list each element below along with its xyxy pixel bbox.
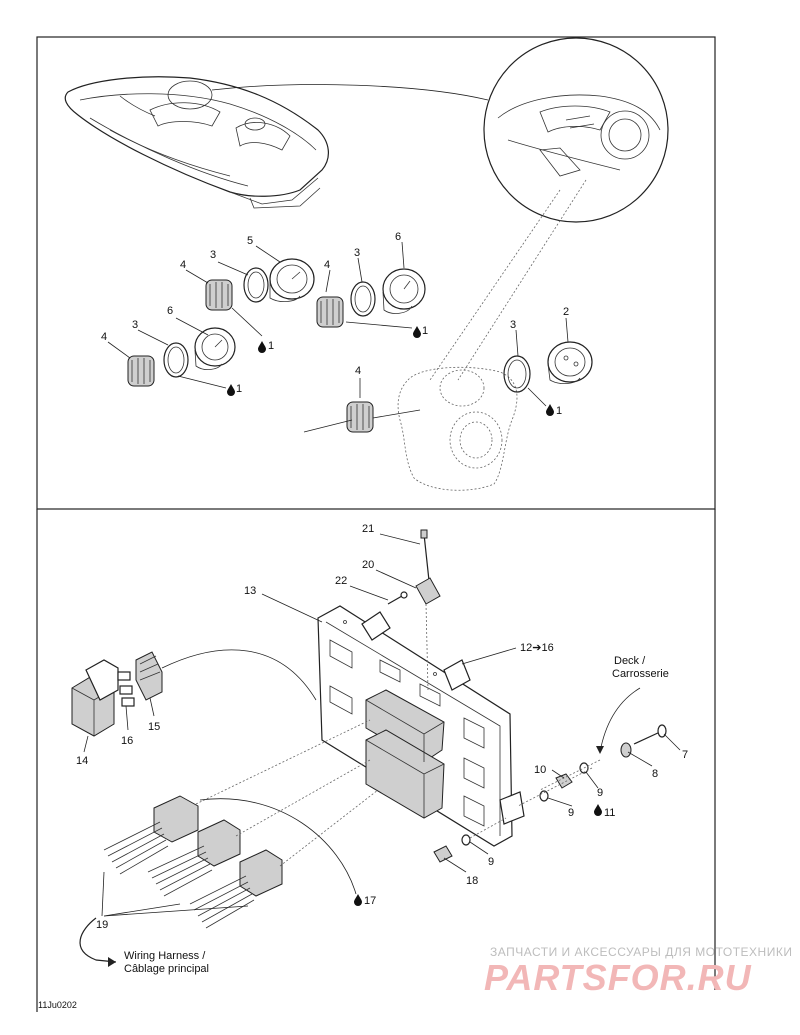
screw-22: [387, 591, 408, 605]
callout-8: 8: [652, 768, 658, 780]
bottom-leaders: [83, 533, 681, 917]
watermark-tagline: ЗАПЧАСТИ И АКСЕССУАРЫ ДЛЯ МОТОТЕХНИКИ: [490, 945, 792, 959]
deck-note-line1: Deck /: [614, 655, 646, 667]
callout-16: 16: [121, 735, 133, 747]
callout-4b: 4: [324, 259, 330, 271]
deck-note-line2: Carrosserie: [612, 668, 669, 680]
connector-14-leader: [161, 649, 317, 701]
callout-21: 21: [362, 523, 374, 535]
terminals-16: [117, 671, 135, 707]
harness-note-line2: Câblage principal: [124, 963, 209, 975]
callout-4d: 4: [355, 365, 361, 377]
magnifier-leader: [211, 84, 489, 101]
dash-line-2: [429, 189, 561, 381]
callout-6b: 6: [167, 305, 173, 317]
callout-9a: 9: [597, 787, 603, 799]
drawing-code: 11Ju0202: [38, 1000, 77, 1010]
callout-3a: 3: [210, 249, 216, 261]
clip-20: [415, 577, 441, 605]
fastener-dash-3: [469, 817, 507, 839]
harness-connectors-19: [103, 795, 283, 929]
sealant-ref-1a: 1: [268, 340, 274, 352]
wiring-harness-arrow: [79, 917, 117, 963]
drop-icon: [546, 404, 554, 416]
harness-note-line1: Wiring Harness /: [124, 950, 206, 962]
callout-9c: 9: [488, 856, 494, 868]
callout-5: 5: [247, 235, 253, 247]
top-callout-labels: 5 3 4 6 3 4 6 3 4 3 2 4: [101, 231, 569, 377]
harness-dash-3: [279, 789, 379, 867]
sealant-ref-1d: 1: [556, 405, 562, 417]
seal-15: [135, 651, 163, 701]
callout-14: 14: [76, 755, 88, 767]
arrow-head-icon: [108, 957, 116, 967]
callout-13: 13: [244, 585, 256, 597]
gauge-panel-outline: [397, 366, 518, 491]
bottom-callout-labels: 21 20 22 13 12➔16 15 16 14 10 9 9 9 11 8…: [76, 523, 688, 931]
callout-7: 7: [682, 749, 688, 761]
gauge-2: [547, 341, 593, 384]
callout-15: 15: [148, 721, 160, 733]
harness-dash-1: [195, 719, 371, 805]
drop-icon: [354, 894, 362, 906]
drop-icon: [413, 326, 421, 338]
top-panel-frame: [36, 36, 716, 510]
gauge-6-upper: [382, 268, 426, 314]
nut-10: [555, 773, 573, 789]
callout-3b: 3: [354, 247, 360, 259]
harness-dash-2: [235, 759, 371, 837]
callout-11: 11: [604, 807, 615, 819]
callout-3c: 3: [132, 319, 138, 331]
fastener-dash-1: [539, 759, 601, 791]
sealant-ref-1b: 1: [422, 325, 428, 337]
callout-17: 17: [364, 895, 376, 907]
callout-10: 10: [534, 764, 546, 776]
fastener-dash-2: [517, 767, 593, 807]
callout-20: 20: [362, 559, 374, 571]
bolt-7: [633, 724, 667, 745]
callout-9b: 9: [568, 807, 574, 819]
gauge-5: [269, 258, 315, 302]
gauge-6-lower: [194, 327, 236, 370]
nuts-part-4: [127, 279, 374, 433]
drop-icon: [227, 384, 235, 396]
callout-4c: 4: [101, 331, 107, 343]
drop-icon: [594, 804, 602, 816]
callout-4a: 4: [180, 259, 186, 271]
callout-12-16: 12➔16: [520, 642, 554, 654]
top-leaders: [107, 241, 569, 433]
magnifier-detail: [483, 37, 669, 223]
connector-14: [71, 659, 119, 737]
callout-6a: 6: [395, 231, 401, 243]
nut-18: [433, 845, 453, 863]
deck-arrow-icon: [596, 746, 604, 754]
drop-icon: [258, 341, 266, 353]
callout-22: 22: [335, 575, 347, 587]
rings-part-3: [163, 267, 531, 393]
callout-18: 18: [466, 875, 478, 887]
callout-19: 19: [96, 919, 108, 931]
washer-8: [620, 742, 632, 758]
watermark-logo: PARTSFOR.RU: [484, 957, 752, 998]
boat-illustration: [64, 76, 329, 209]
sealant-17-leader: [199, 798, 357, 895]
sealant-ref-1c: 1: [236, 383, 242, 395]
callout-2: 2: [563, 306, 569, 318]
callout-3d: 3: [510, 319, 516, 331]
sealant-refs-top: 1 1 1 1: [227, 325, 562, 417]
control-module-13: [317, 605, 525, 847]
dash-line-1: [457, 179, 587, 381]
